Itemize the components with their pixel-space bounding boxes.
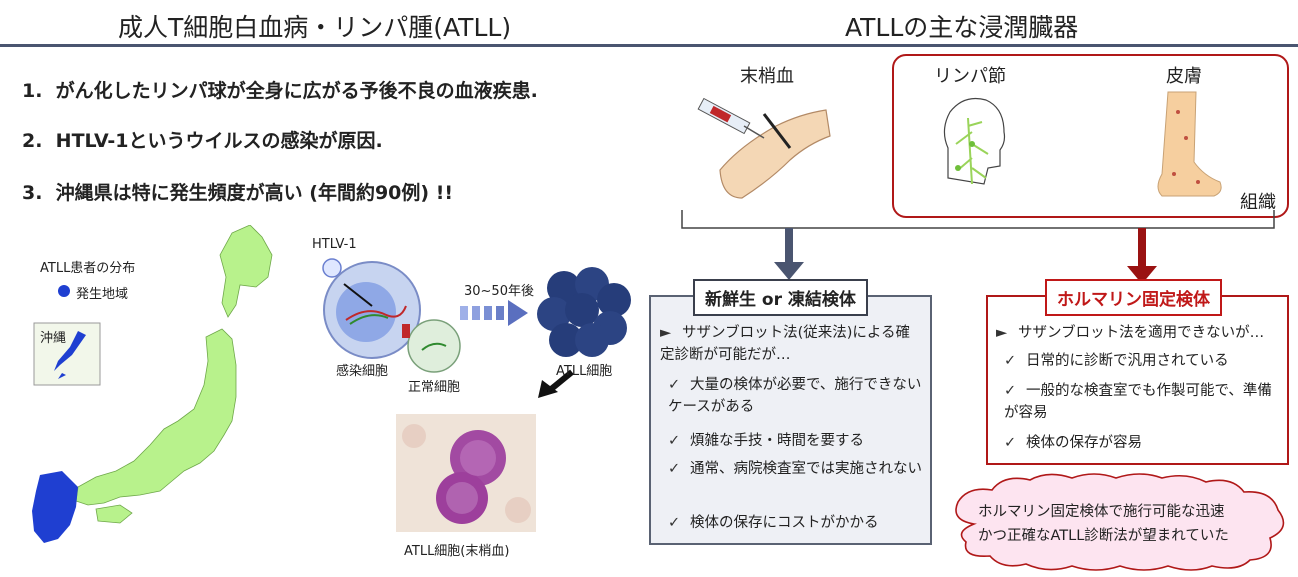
- fresh-item-1: ✓大量の検体が必要で、施行できないケースがある: [668, 374, 922, 418]
- check-icon: ✓: [1004, 435, 1017, 451]
- atll-cell-label: ATLL細胞: [556, 364, 613, 379]
- fresh-item-2: ✓ 煩雑な手技・時間を要する: [668, 430, 922, 452]
- cloud-line-1: ホルマリン固定検体で施行可能な迅速: [978, 504, 1225, 520]
- fact-1: 1. がん化したリンパ球が全身に広がる予後不良の血液疾患.: [22, 80, 538, 102]
- formalin-lead-text: サザンブロット法を適用できないが…: [1018, 325, 1265, 341]
- check-icon: ✓: [668, 377, 681, 393]
- okinawa-label: 沖縄: [40, 331, 67, 346]
- fresh-item-text: 大量の検体が必要で、施行できないケースがある: [668, 377, 922, 415]
- check-icon: ✓: [668, 433, 681, 449]
- formalin-item-text: 日常的に診断で汎用されている: [1026, 353, 1229, 369]
- conclusion-cloud: [955, 473, 1285, 571]
- fact-2: 2. HTLV-1というウイルスの感染が原因.: [22, 130, 383, 152]
- skin-label: 皮膚: [1166, 66, 1202, 87]
- right-title: ATLLの主な浸潤臓器: [845, 13, 1079, 42]
- formalin-lead: ► サザンブロット法を適用できないが…: [996, 322, 1282, 344]
- left-title: 成人T細胞白血病・リンパ腫(ATLL): [118, 13, 512, 42]
- legend-label: 発生地域: [76, 287, 129, 302]
- check-icon: ✓: [1004, 383, 1017, 399]
- fresh-item-3: ✓ 通常、病院検査室では実施されない: [668, 458, 922, 480]
- virus-label: HTLV-1: [312, 237, 357, 252]
- fresh-item-text: 煩雑な手技・時間を要する: [690, 433, 864, 449]
- check-icon: ✓: [668, 461, 681, 477]
- legend-dot: [58, 285, 70, 297]
- peripheral-blood-label: 末梢血: [740, 66, 794, 87]
- check-icon: ✓: [668, 515, 681, 531]
- triangle-icon: ►: [660, 325, 672, 341]
- check-icon: ✓: [1004, 353, 1017, 369]
- fresh-item-4: ✓ 検体の保存にコストがかかる: [668, 512, 922, 534]
- bracket-arrows: [681, 210, 1275, 284]
- triangle-icon: ►: [996, 325, 1008, 341]
- formalin-item-text: 検体の保存が容易: [1026, 435, 1142, 451]
- fact-3: 3. 沖縄県は特に発生頻度が高い (年間約90例) !!: [22, 182, 454, 204]
- head-lymph-illustration: [943, 97, 1006, 185]
- arm-syringe-illustration: [697, 97, 831, 199]
- atll-micrograph: [396, 414, 536, 532]
- fresh-lead-text: サザンブロット法(従来法)による確定診断が可能だが…: [660, 325, 910, 363]
- leg-skin-illustration: [1157, 91, 1222, 197]
- fresh-lead: ►サザンブロット法(従来法)による確定診断が可能だが…: [660, 322, 922, 366]
- japan-map: [32, 225, 273, 543]
- formalin-item-1: ✓ 日常的に診断で汎用されている: [1004, 350, 1282, 372]
- fresh-frozen-title: 新鮮生 or 凍結検体: [693, 279, 868, 316]
- fresh-item-text: 通常、病院検査室では実施されない: [690, 461, 922, 477]
- normal-cell-label: 正常細胞: [408, 380, 461, 395]
- micrograph-caption: ATLL細胞(末梢血): [404, 544, 510, 559]
- tissue-label: 組織: [1240, 192, 1276, 213]
- formalin-item-2: ✓一般的な検査室でも作製可能で、準備が容易: [1004, 380, 1282, 424]
- fresh-item-text: 検体の保存にコストがかかる: [690, 515, 879, 531]
- cloud-line-2: かつ正確なATLL診断法が望まれていた: [978, 528, 1229, 544]
- formalin-item-text: 一般的な検査室でも作製可能で、準備が容易: [1004, 383, 1272, 421]
- title-divider: [0, 44, 1298, 47]
- map-title: ATLL患者の分布: [40, 261, 136, 276]
- formalin-item-3: ✓ 検体の保存が容易: [1004, 432, 1282, 454]
- lymph-node-label: リンパ節: [934, 66, 1006, 87]
- formalin-title: ホルマリン固定検体: [1045, 279, 1222, 316]
- infected-cell-label: 感染細胞: [336, 364, 389, 379]
- infection-diagram: [322, 258, 631, 398]
- fresh-frozen-box: [649, 295, 932, 545]
- time-label: 30~50年後: [464, 284, 534, 299]
